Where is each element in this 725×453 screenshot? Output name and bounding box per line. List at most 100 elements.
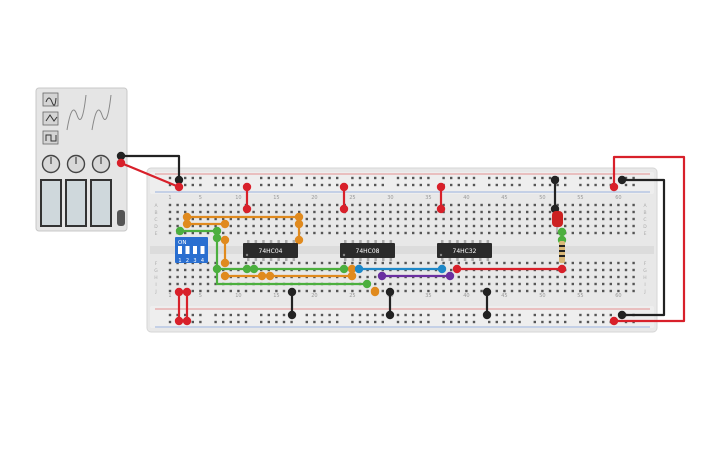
rail-hole[interactable] [541, 313, 544, 317]
rail-hole[interactable] [214, 320, 217, 324]
rail-hole[interactable] [548, 320, 552, 324]
hole[interactable] [624, 289, 628, 293]
hole[interactable] [168, 282, 172, 286]
hole[interactable] [571, 231, 574, 235]
wire-end[interactable] [182, 316, 192, 326]
hole[interactable] [548, 203, 552, 207]
hole[interactable] [275, 261, 278, 265]
hole[interactable] [617, 210, 620, 214]
rail-hole[interactable] [351, 320, 354, 324]
rail-hole[interactable] [427, 320, 430, 324]
hole[interactable] [305, 217, 308, 221]
hole[interactable] [298, 203, 301, 207]
rail-hole[interactable] [495, 313, 498, 317]
rail-hole[interactable] [450, 320, 453, 324]
hole[interactable] [624, 261, 628, 265]
hole[interactable] [396, 282, 400, 286]
hole[interactable] [184, 210, 187, 214]
rail-hole[interactable] [358, 320, 362, 324]
hole[interactable] [427, 210, 430, 214]
rail-hole[interactable] [199, 313, 202, 317]
rail-hole[interactable] [564, 176, 567, 180]
hole[interactable] [396, 203, 400, 207]
rail-hole[interactable] [305, 320, 308, 324]
hole[interactable] [191, 224, 194, 228]
wire-end[interactable] [220, 271, 230, 281]
rail-hole[interactable] [450, 313, 453, 317]
hole[interactable] [548, 261, 552, 265]
hole[interactable] [579, 217, 582, 221]
hole[interactable] [282, 289, 286, 293]
hole[interactable] [229, 231, 232, 235]
wire-end[interactable] [174, 182, 184, 192]
wire-end[interactable] [385, 287, 395, 297]
rail-hole[interactable] [336, 176, 339, 180]
hole[interactable] [252, 289, 255, 293]
rail-hole[interactable] [412, 313, 415, 317]
hole[interactable] [457, 210, 460, 214]
hole[interactable] [472, 224, 476, 228]
hole[interactable] [229, 289, 232, 293]
hole[interactable] [632, 268, 635, 272]
hole[interactable] [343, 289, 346, 293]
hole[interactable] [510, 289, 514, 293]
hole[interactable] [526, 217, 529, 221]
hole[interactable] [602, 275, 605, 279]
hole[interactable] [503, 224, 506, 228]
hole[interactable] [594, 210, 597, 214]
rail-hole[interactable] [267, 176, 270, 180]
hole[interactable] [419, 282, 422, 286]
rail-hole[interactable] [495, 320, 498, 324]
wire-end[interactable] [617, 310, 627, 320]
wire-end[interactable] [354, 264, 364, 274]
rail-hole[interactable] [510, 320, 514, 324]
hole[interactable] [518, 275, 521, 279]
wire-end[interactable] [482, 287, 492, 297]
hole[interactable] [518, 217, 521, 221]
hole[interactable] [374, 210, 377, 214]
hole[interactable] [586, 217, 590, 221]
hole[interactable] [556, 203, 559, 207]
hole[interactable] [571, 289, 574, 293]
rail-hole[interactable] [548, 183, 552, 187]
wire-end[interactable] [617, 175, 627, 185]
hole[interactable] [366, 217, 369, 221]
hole[interactable] [518, 210, 521, 214]
hole[interactable] [282, 231, 286, 235]
rail-hole[interactable] [586, 313, 590, 317]
hole[interactable] [434, 224, 438, 228]
hole[interactable] [624, 282, 628, 286]
hole[interactable] [313, 224, 316, 228]
hole[interactable] [594, 231, 597, 235]
hole[interactable] [313, 217, 316, 221]
hole[interactable] [495, 261, 498, 265]
rail-hole[interactable] [199, 176, 202, 180]
hole[interactable] [244, 289, 248, 293]
hole[interactable] [548, 289, 552, 293]
hole[interactable] [564, 275, 567, 279]
hole[interactable] [434, 203, 438, 207]
hole[interactable] [602, 217, 605, 221]
hole[interactable] [305, 210, 308, 214]
hole[interactable] [609, 268, 612, 272]
wire-end[interactable] [242, 264, 252, 274]
hole[interactable] [229, 210, 232, 214]
hole[interactable] [465, 282, 468, 286]
hole[interactable] [427, 289, 430, 293]
hole[interactable] [396, 210, 400, 214]
hole[interactable] [419, 261, 422, 265]
hole[interactable] [313, 261, 316, 265]
rail-hole[interactable] [556, 313, 559, 317]
hole[interactable] [260, 217, 263, 221]
wire-end[interactable] [220, 235, 230, 245]
rail-hole[interactable] [351, 313, 354, 317]
wire-end[interactable] [220, 258, 230, 268]
hole[interactable] [617, 289, 620, 293]
rail-hole[interactable] [586, 320, 590, 324]
hole[interactable] [381, 282, 384, 286]
hole[interactable] [526, 210, 529, 214]
wire-end[interactable] [242, 182, 252, 192]
rail-hole[interactable] [267, 320, 270, 324]
hole[interactable] [624, 210, 628, 214]
